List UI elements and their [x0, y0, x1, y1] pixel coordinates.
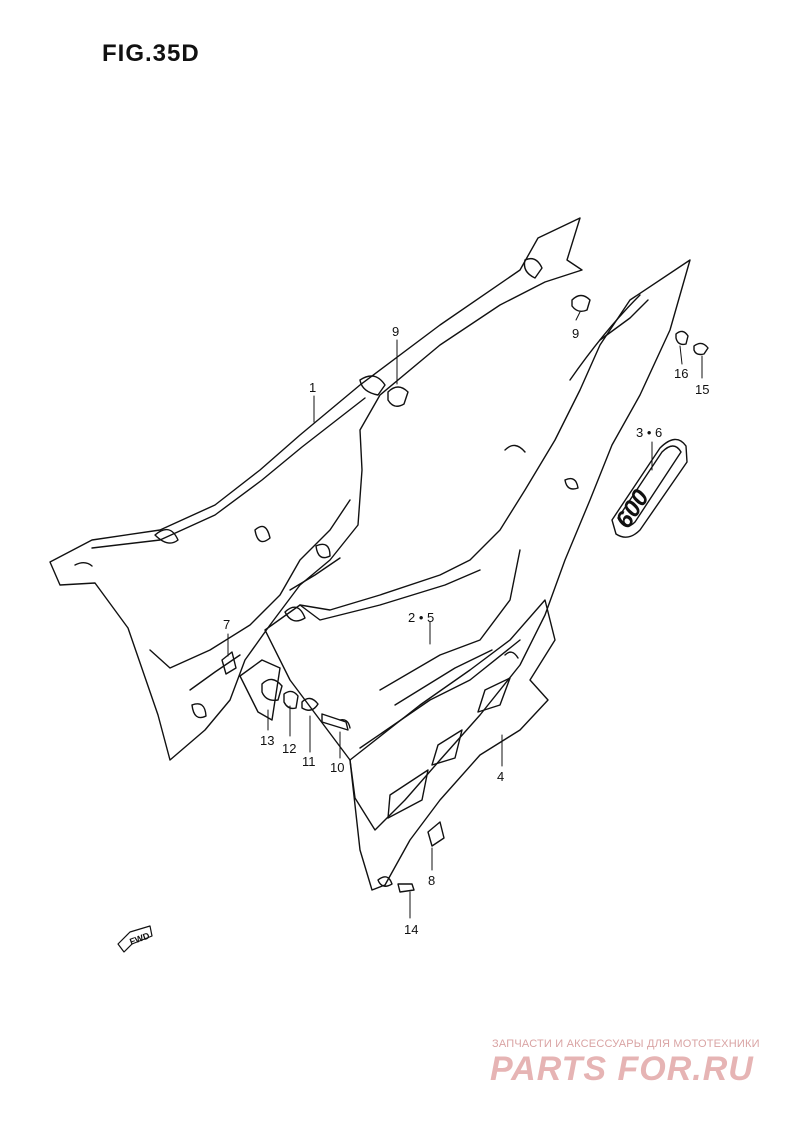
emblem-part-3-6 [611, 438, 688, 538]
callout-7: 7 [223, 617, 231, 632]
watermark-tagline: ЗАПЧАСТИ И АКСЕССУАРЫ ДЛЯ МОТОТЕХНИКИ [492, 1038, 760, 1050]
watermark-logo: PARTS FOR.RU [490, 1050, 754, 1088]
callout-1: 1 [309, 380, 317, 395]
callout-4: 4 [497, 769, 505, 784]
leader-lines [227, 311, 703, 919]
fwd-label: FWD [128, 930, 151, 947]
callout-16: 16 [674, 366, 689, 381]
callout-11: 11 [302, 754, 316, 769]
callout-3-6: 3 • 6 [636, 425, 663, 440]
callout-10: 10 [330, 760, 345, 775]
callout-13: 13 [260, 733, 275, 748]
callout-12: 12 [282, 741, 297, 756]
figure-title: FIG.35D [102, 40, 200, 67]
hardware-parts [221, 294, 709, 893]
fwd-arrow-icon [117, 925, 153, 953]
callout-15: 15 [695, 382, 710, 397]
tail-cover-center-part-2-5 [264, 259, 691, 831]
callout-9-left: 9 [392, 324, 400, 339]
frame-cover-left-part-1 [49, 217, 583, 761]
callout-14: 14 [404, 922, 419, 937]
callout-9-right: 9 [572, 326, 580, 341]
emblem-text: 600 [610, 484, 655, 533]
callout-2-5: 2 • 5 [408, 610, 435, 625]
callout-8: 8 [428, 873, 436, 888]
lower-side-cover-part-4 [349, 599, 556, 891]
